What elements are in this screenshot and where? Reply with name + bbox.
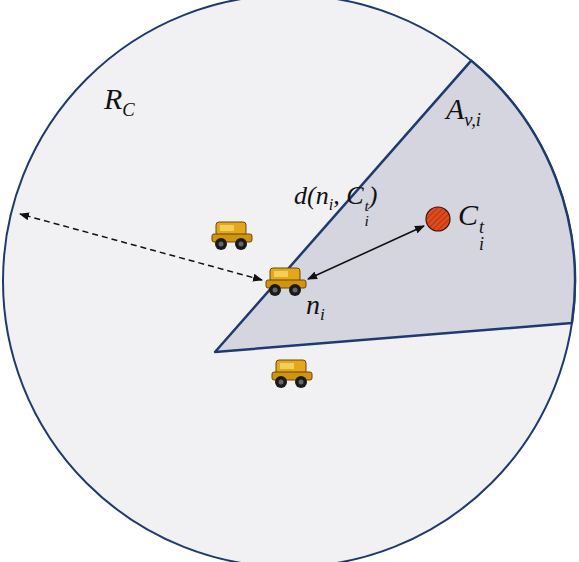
label-part: v,i <box>464 109 481 130</box>
label-part: i <box>329 196 333 213</box>
label-part: A <box>446 92 464 125</box>
label-part: C <box>122 99 134 120</box>
label-part: i <box>320 305 325 324</box>
label-part: R <box>104 82 122 115</box>
robot-icon <box>212 222 252 250</box>
label-part: ti <box>365 199 369 229</box>
label-part: ti <box>479 219 484 253</box>
label-part: C <box>458 198 478 231</box>
distance-arrow <box>308 226 424 279</box>
target-point <box>426 207 450 231</box>
distance-label: d(ni, Cti) <box>294 182 378 229</box>
label-part: ) <box>369 181 378 210</box>
range-label: RC <box>104 82 135 120</box>
robot-icon <box>266 268 306 296</box>
robot-label: ni <box>306 290 325 324</box>
label-part: d(n <box>294 181 329 210</box>
range-arrow <box>20 214 262 280</box>
robot-icon <box>272 360 312 388</box>
target-label: Cti <box>458 198 484 253</box>
communication-range-circle <box>3 0 575 562</box>
label-part: , C <box>333 181 363 210</box>
view-sector <box>215 61 575 352</box>
sector-label: Av,i <box>446 92 481 130</box>
label-part: n <box>306 289 320 320</box>
